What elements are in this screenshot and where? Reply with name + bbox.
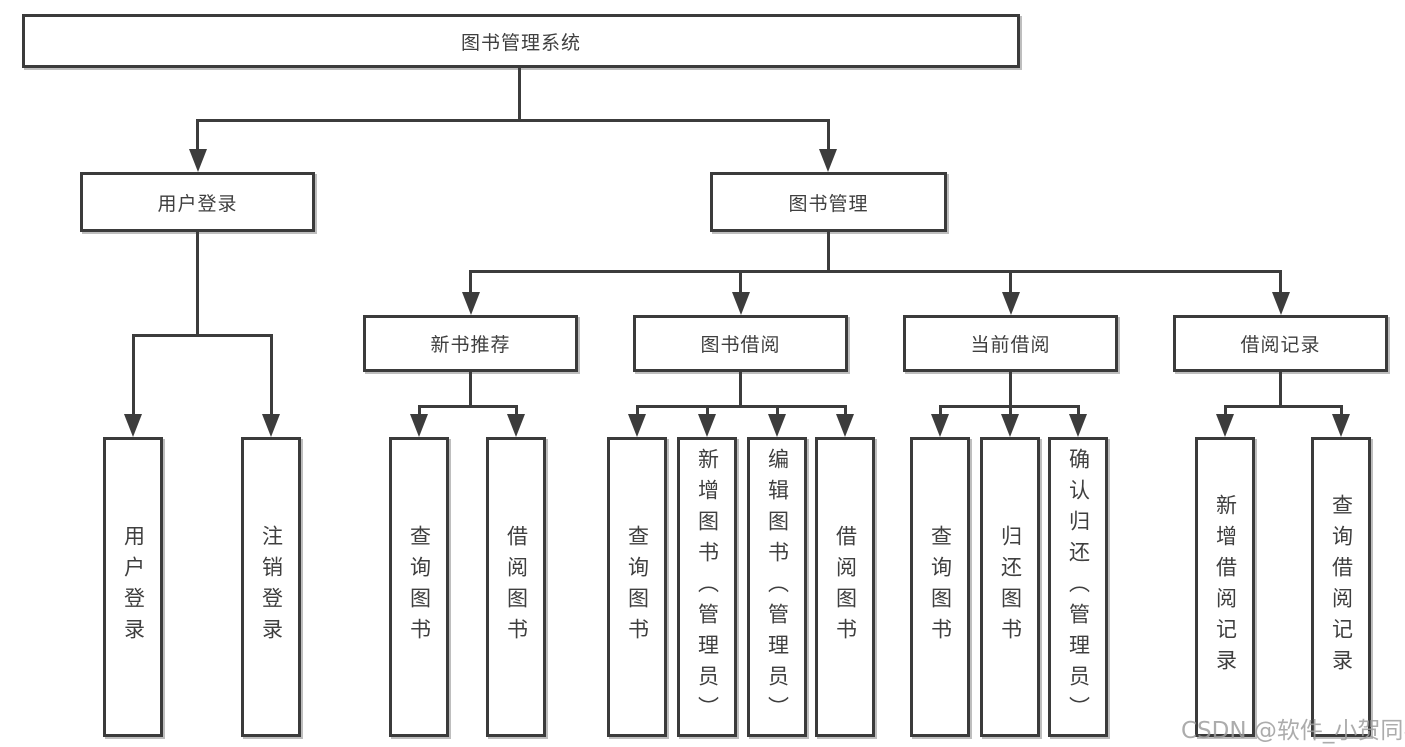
- leaf-label: 新增借阅记录: [1213, 494, 1238, 680]
- leaf-label: 新增图书（管理员）: [695, 447, 720, 727]
- connector-line: [739, 270, 742, 294]
- leaf-label: 查询图书: [407, 525, 432, 649]
- connector-line: [844, 405, 847, 416]
- leaf-label: 编辑图书（管理员）: [765, 447, 790, 727]
- node-book-borrow: 图书借阅: [633, 315, 848, 372]
- node-user-login-label: 用户登录: [157, 192, 238, 215]
- connector-line: [1279, 270, 1282, 294]
- connector-line: [1279, 372, 1282, 408]
- connector-line: [706, 405, 709, 416]
- csdn-watermark: CSDN @软件_小贺同学: [1181, 718, 1405, 744]
- leaf-add-borrow-record: 新增借阅记录: [1195, 437, 1255, 737]
- connector-line: [827, 232, 830, 273]
- connector-line: [196, 119, 199, 152]
- node-current-borrow-label: 当前借阅: [970, 334, 1051, 356]
- arrow-down-icon: [1002, 292, 1020, 315]
- leaf-label: 归还图书: [998, 525, 1023, 649]
- connector-line: [132, 334, 135, 415]
- leaf-confirm-return-admin: 确认归还（管理员）: [1048, 437, 1108, 737]
- leaf-label: 借阅图书: [504, 525, 529, 649]
- leaf-logout: 注销登录: [241, 437, 301, 737]
- node-book-management-label: 图书管理: [788, 192, 869, 215]
- connector-line: [636, 405, 847, 408]
- connector-line: [515, 405, 518, 416]
- leaf-return-book: 归还图书: [980, 437, 1040, 737]
- node-borrow-records: 借阅记录: [1173, 315, 1388, 372]
- connector-line: [196, 119, 830, 122]
- node-user-login: 用户登录: [80, 172, 315, 232]
- leaf-borrow-books: 借阅图书: [815, 437, 875, 737]
- arrow-down-icon: [1216, 414, 1234, 437]
- leaf-query-books-recommend: 查询图书: [389, 437, 449, 737]
- arrow-down-icon: [462, 292, 480, 315]
- connector-line: [1009, 270, 1012, 294]
- arrow-down-icon: [1069, 414, 1087, 437]
- connector-line: [518, 68, 521, 122]
- node-book-management: 图书管理: [710, 172, 947, 232]
- arrow-down-icon: [768, 414, 786, 437]
- arrow-down-icon: [124, 414, 142, 437]
- arrow-down-icon: [1272, 292, 1290, 315]
- arrow-down-icon: [189, 149, 207, 172]
- connector-line: [1077, 405, 1080, 416]
- arrow-down-icon: [1001, 414, 1019, 437]
- leaf-label: 确认归还（管理员）: [1066, 447, 1091, 727]
- connector-line: [469, 270, 472, 294]
- arrow-down-icon: [819, 149, 837, 172]
- leaf-edit-book-admin: 编辑图书（管理员）: [747, 437, 807, 737]
- node-new-book-recommend: 新书推荐: [363, 315, 578, 372]
- node-root-label: 图书管理系统: [460, 31, 581, 54]
- connector-line: [1224, 405, 1227, 416]
- arrow-down-icon: [410, 414, 428, 437]
- arrow-down-icon: [732, 292, 750, 315]
- arrow-down-icon: [1332, 414, 1350, 437]
- connector-line: [636, 405, 639, 416]
- arrow-down-icon: [698, 414, 716, 437]
- node-root: 图书管理系统: [22, 14, 1020, 68]
- leaf-label: 借阅图书: [833, 525, 858, 649]
- arrow-down-icon: [628, 414, 646, 437]
- leaf-label: 查询借阅记录: [1329, 494, 1354, 680]
- leaf-borrow-books-recommend: 借阅图书: [486, 437, 546, 737]
- connector-line: [939, 405, 942, 416]
- node-book-borrow-label: 图书借阅: [700, 334, 781, 356]
- node-new-book-recommend-label: 新书推荐: [430, 334, 511, 356]
- connector-line: [418, 405, 421, 416]
- arrow-down-icon: [931, 414, 949, 437]
- leaf-label: 查询图书: [625, 525, 650, 649]
- leaf-add-book-admin: 新增图书（管理员）: [677, 437, 737, 737]
- leaf-user-login: 用户登录: [103, 437, 163, 737]
- node-borrow-records-label: 借阅记录: [1240, 334, 1321, 356]
- leaf-label: 用户登录: [121, 525, 146, 649]
- leaf-label: 查询图书: [928, 525, 953, 649]
- connector-line: [1009, 405, 1012, 416]
- arrow-down-icon: [507, 414, 525, 437]
- connector-line: [1224, 405, 1343, 408]
- connector-line: [1340, 405, 1343, 416]
- connector-line: [1009, 372, 1012, 408]
- connector-line: [418, 405, 518, 408]
- connector-line: [469, 270, 1282, 273]
- node-current-borrow: 当前借阅: [903, 315, 1118, 372]
- connector-line: [132, 334, 273, 337]
- leaf-label: 注销登录: [259, 525, 284, 649]
- arrow-down-icon: [836, 414, 854, 437]
- connector-line: [196, 232, 199, 336]
- connector-line: [739, 372, 742, 408]
- connector-line: [827, 119, 830, 152]
- leaf-query-books-current: 查询图书: [910, 437, 970, 737]
- leaf-query-borrow-record: 查询借阅记录: [1311, 437, 1371, 737]
- leaf-query-books-borrow: 查询图书: [607, 437, 667, 737]
- connector-line: [270, 334, 273, 415]
- arrow-down-icon: [262, 414, 280, 437]
- connector-line: [469, 372, 472, 408]
- connector-line: [776, 405, 779, 416]
